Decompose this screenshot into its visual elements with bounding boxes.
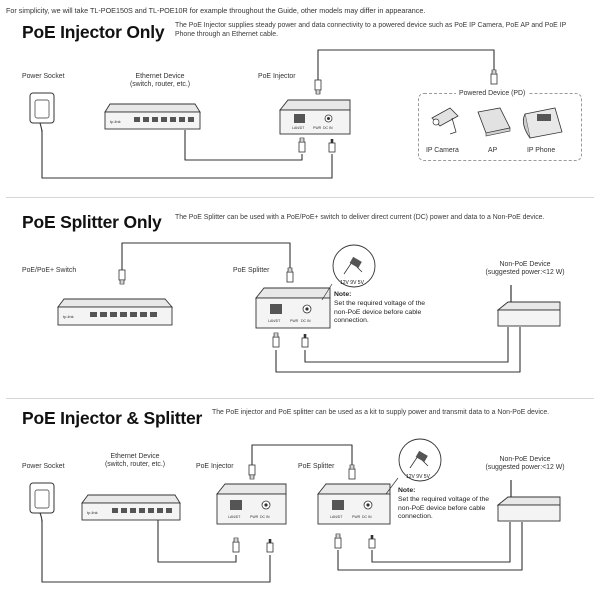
rj45-connector-icon: [286, 267, 294, 283]
dc-plug-icon: [301, 333, 309, 348]
ip-phone-icon: [522, 107, 563, 139]
dc-power-cable: [304, 327, 509, 363]
ethernet-switch-icon: tp-link: [104, 103, 201, 130]
access-point-icon: [477, 107, 511, 137]
combo-note: Note: Set the required voltage of the no…: [398, 487, 490, 521]
label-poe-switch: PoE/PoE+ Switch: [22, 267, 77, 274]
ethernet-cable-data: [184, 130, 303, 161]
rj45-connector-icon: [232, 537, 240, 553]
poe-splitter-icon: LAN/DT PWR DC IN: [317, 483, 391, 525]
dc-plug-icon: [328, 138, 336, 153]
label-ip-camera: IP Camera: [426, 147, 459, 154]
port-label: LAN/DT: [268, 319, 281, 323]
label-poe-splitter: PoE Splitter: [298, 463, 335, 470]
port-label: LAN/DT: [292, 126, 305, 130]
voltage-options: 12V 9V 5V: [406, 474, 431, 480]
rj45-connector-icon: [334, 533, 342, 549]
port-label: DC IN: [301, 319, 311, 323]
voltage-selector-icon: 12V 9V 5V: [321, 244, 376, 301]
ethernet-cable-data: [337, 522, 523, 571]
section-divider: [6, 398, 594, 399]
injector-description: The PoE Injector supplies steady power a…: [175, 22, 567, 38]
rj45-connector-icon: [272, 332, 280, 348]
label-poe-injector: PoE Injector: [258, 73, 296, 80]
combo-title: PoE Injector & Splitter: [22, 408, 203, 428]
label-ip-phone: IP Phone: [527, 147, 556, 154]
section-divider: [6, 197, 594, 198]
poe-injector-icon: LAN/DT PWR DC IN: [216, 483, 287, 525]
power-adapter-icon: [29, 92, 55, 133]
dc-plug-icon: [266, 538, 274, 553]
splitter-note: Note: Set the required voltage of the no…: [334, 291, 426, 325]
rj45-connector-icon: [298, 137, 306, 153]
rj45-connector-icon: [490, 69, 498, 85]
brand-text: tp-link: [87, 510, 98, 515]
label-ethernet-device: Ethernet Device (switch, router, etc.): [104, 453, 166, 468]
rj45-connector-icon: [348, 464, 356, 480]
ip-camera-icon: [431, 107, 459, 135]
voltage-selector-icon: 12V 9V 5V: [385, 438, 442, 495]
port-label: DC IN: [323, 126, 333, 130]
label-poe-splitter: PoE Splitter: [233, 267, 270, 274]
port-label: PWR: [250, 515, 259, 519]
port-label: DC IN: [260, 515, 270, 519]
ethernet-cable-poe: [251, 444, 353, 465]
port-label: PWR: [352, 515, 361, 519]
ethernet-cable-data: [157, 520, 237, 563]
non-poe-router-icon: [496, 480, 561, 522]
port-label: LAN/DT: [228, 515, 241, 519]
intro-text: For simplicity, we will take TL-POE150S …: [6, 6, 426, 15]
label-power-socket: Power Socket: [22, 463, 65, 470]
ethernet-cable-data: [275, 327, 521, 373]
label-non-poe-device: Non-PoE Device (suggested power:<12 W): [485, 456, 565, 471]
brand-text: tp-link: [63, 314, 74, 319]
injector-title: PoE Injector Only: [22, 22, 165, 42]
label-poe-injector: PoE Injector: [196, 463, 234, 470]
label-power-socket: Power Socket: [22, 73, 65, 80]
ethernet-cable-poe: [121, 242, 291, 270]
dc-plug-icon: [368, 534, 376, 549]
poe-injector-icon: LAN/DT PWR DC IN: [279, 99, 351, 135]
power-adapter-icon: [29, 482, 55, 523]
label-ap: AP: [488, 147, 498, 154]
label-powered-device: Powered Device (PD): [456, 90, 529, 98]
label-ethernet-device: Ethernet Device (switch, router, etc.): [129, 73, 191, 88]
brand-text: tp-link: [110, 119, 121, 124]
power-cable: [41, 520, 271, 583]
splitter-title: PoE Splitter Only: [22, 212, 162, 232]
dc-power-cable: [371, 522, 511, 563]
port-label: PWR: [313, 126, 322, 130]
port-label: DC IN: [362, 515, 372, 519]
ethernet-switch-icon: tp-link: [81, 494, 181, 521]
splitter-description: The PoE Splitter can be used with a PoE/…: [175, 214, 545, 221]
rj45-connector-icon: [118, 269, 126, 285]
non-poe-router-icon: [496, 285, 561, 327]
poe-splitter-icon: LAN/DT PWR DC IN: [255, 287, 331, 329]
power-cable: [41, 130, 333, 179]
combo-description: The PoE injector and PoE splitter can be…: [212, 409, 550, 416]
label-non-poe-device: Non-PoE Device (suggested power:<12 W): [485, 261, 565, 276]
ethernet-cable-poe: [317, 49, 495, 80]
voltage-options: 12V 9V 5V: [340, 280, 365, 286]
rj45-connector-icon: [248, 464, 256, 480]
rj45-connector-icon: [314, 79, 322, 95]
port-label: LAN/DT: [330, 515, 343, 519]
poe-switch-icon: tp-link: [57, 298, 173, 326]
port-label: PWR: [290, 319, 299, 323]
